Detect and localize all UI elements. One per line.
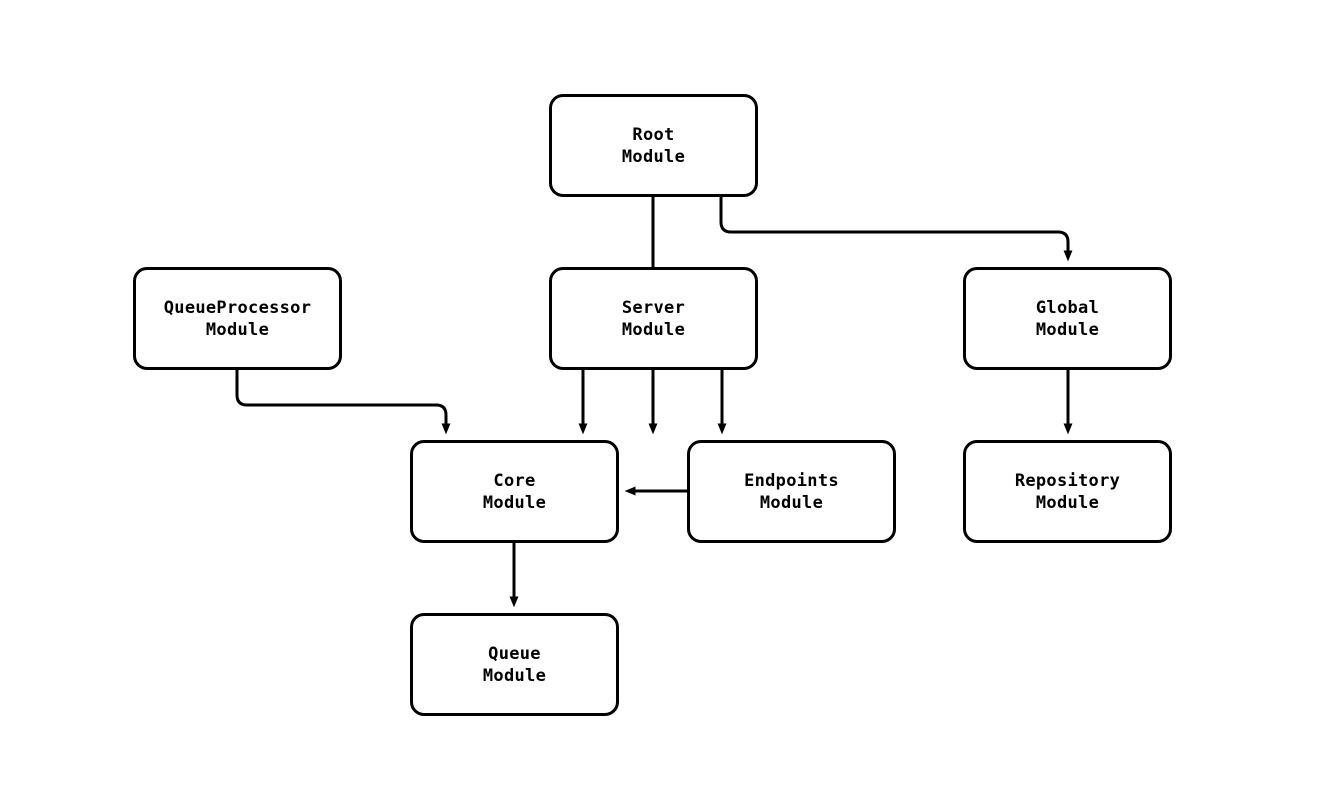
node-queueprocessor-module-line2: Module <box>205 319 270 340</box>
node-repository-module-line1: Repository <box>1014 470 1121 491</box>
node-global-module-line1: Global <box>1035 297 1100 318</box>
node-queueprocessor-module[interactable]: QueueProcessor Module <box>133 267 342 370</box>
node-root-module[interactable]: Root Module <box>549 94 758 197</box>
node-server-module-line1: Server <box>621 297 686 318</box>
node-queueprocessor-module-line1: QueueProcessor <box>163 297 312 318</box>
edge-root-to-global <box>719 196 1073 262</box>
node-queue-module[interactable]: Queue Module <box>410 613 619 716</box>
node-root-module-line2: Module <box>621 146 686 167</box>
node-endpoints-module[interactable]: Endpoints Module <box>687 440 896 543</box>
node-endpoints-module-line1: Endpoints <box>744 470 839 491</box>
node-repository-module[interactable]: Repository Module <box>963 440 1172 543</box>
node-queue-module-line1: Queue <box>488 643 541 664</box>
node-global-module[interactable]: Global Module <box>963 267 1172 370</box>
node-core-module-line1: Core <box>493 470 536 491</box>
node-core-module-line2: Module <box>482 492 547 513</box>
node-global-module-line2: Module <box>1035 319 1100 340</box>
node-repository-module-line2: Module <box>1035 492 1100 513</box>
node-server-module[interactable]: Server Module <box>549 267 758 370</box>
node-core-module[interactable]: Core Module <box>410 440 619 543</box>
node-root-module-line1: Root <box>632 124 675 145</box>
node-endpoints-module-line2: Module <box>759 492 824 513</box>
edge-queueprocessor-to-core <box>235 370 451 435</box>
node-queue-module-line2: Module <box>482 665 547 686</box>
node-server-module-line2: Module <box>621 319 686 340</box>
